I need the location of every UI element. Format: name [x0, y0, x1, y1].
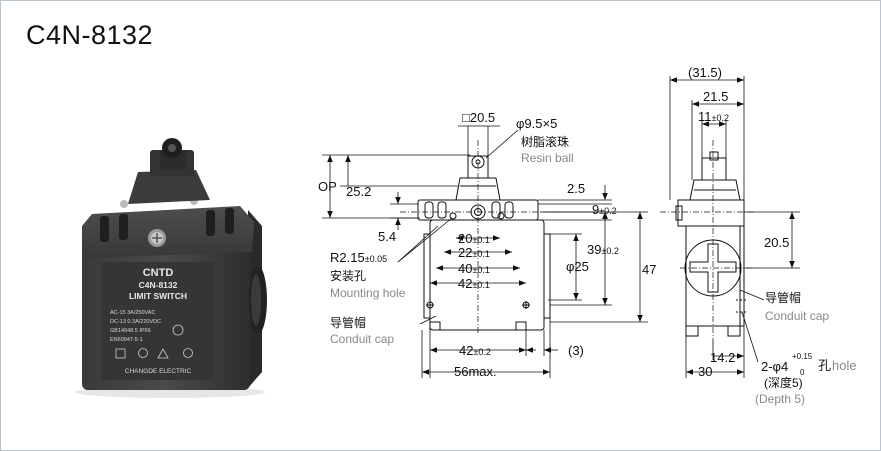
dim-11: 11±0.2	[698, 109, 729, 124]
page-title: C4N-8132	[26, 20, 154, 50]
dim-5-4: 5.4	[378, 229, 396, 244]
dim-39: 39±0.2	[587, 242, 619, 257]
product-type: LIMIT SWITCH	[129, 291, 187, 301]
mounting-hole-cn: 安装孔	[330, 268, 366, 283]
hole-cn: 孔	[818, 358, 831, 373]
front-left-boss	[423, 233, 431, 319]
product-photo: CNTD C4N-8132 LIMIT SWITCH AC-15 3A/250V…	[75, 138, 267, 398]
product-rating-1: AC-15 3A/250VAC	[110, 310, 155, 316]
dim-20-5: 20.5	[764, 235, 789, 250]
front-right-boss	[543, 233, 551, 319]
dim-42-bottom: 42±0.2	[459, 343, 491, 358]
side-conduit-en: Conduit cap	[765, 309, 829, 323]
side-labels: (31.5) 21.5 11±0.2 20.5 导管帽 Conduit cap …	[688, 65, 857, 406]
dim-56max: 56max.	[454, 364, 497, 379]
hole-en: hole	[832, 358, 857, 373]
dim-25-2: 25.2	[346, 184, 371, 199]
dim-r2-15: R2.15±0.05	[330, 250, 387, 265]
conduit-cap-en: Conduit cap	[330, 332, 394, 346]
dim-40: 40±0.1	[458, 261, 490, 276]
dim-47: 47	[642, 262, 656, 277]
hole-tol-down: 0	[800, 368, 805, 377]
side-dimensions	[669, 76, 800, 378]
conduit-cap-cn: 导管帽	[330, 315, 366, 330]
side-head	[677, 199, 745, 227]
dim-ball: φ9.5×5	[516, 116, 557, 131]
product-rating-2: DC-13 0.3A/220VDC	[110, 319, 161, 325]
mounting-hole-icon	[449, 212, 457, 220]
dim-op: OP	[318, 179, 337, 194]
front-labels: □20.5 φ9.5×5 树脂滚珠 Resin ball OP 25.2 2.5…	[318, 110, 656, 379]
product-rating-4: EN60947-5-1	[110, 337, 143, 343]
dim-31-5: (31.5)	[688, 65, 722, 80]
depth-en: (Depth 5)	[755, 392, 805, 406]
hole-spec: 2-φ4	[761, 359, 788, 374]
dim-20: 20±0.1	[458, 231, 490, 246]
side-view	[660, 140, 756, 340]
dim-9: 9±0.2	[592, 202, 617, 217]
dim-2-5: 2.5	[567, 181, 585, 196]
product-model: C4N-8132	[139, 280, 178, 290]
certification-icons	[115, 324, 193, 359]
mounting-hole-en: Mounting hole	[330, 286, 406, 300]
depth-cn: (深度5)	[764, 375, 803, 390]
product-brand: CNTD	[143, 267, 174, 279]
dim-square-20-5: □20.5	[462, 110, 495, 125]
side-conduit-cn: 导管帽	[765, 290, 801, 305]
dim-42-top: 42±0.1	[458, 276, 490, 291]
dim-30: 30	[698, 364, 712, 379]
product-maker: CHANGDE ELECTRIC	[125, 368, 192, 375]
front-dimensions	[322, 125, 648, 378]
product-rating-3: GB14048.5 IP66	[110, 328, 151, 334]
dim-3: (3)	[568, 343, 584, 358]
dim-21-5: 21.5	[703, 89, 728, 104]
dim-14-2: 14.2	[710, 350, 735, 365]
hole-tol-up: +0.15	[792, 352, 813, 361]
dim-22: 22±0.1	[458, 245, 490, 260]
resin-ball-en: Resin ball	[521, 151, 574, 165]
front-view	[400, 140, 560, 335]
front-actuator	[455, 177, 501, 201]
dim-phi25: φ25	[566, 259, 589, 274]
resin-ball-cn: 树脂滚珠	[521, 134, 569, 149]
